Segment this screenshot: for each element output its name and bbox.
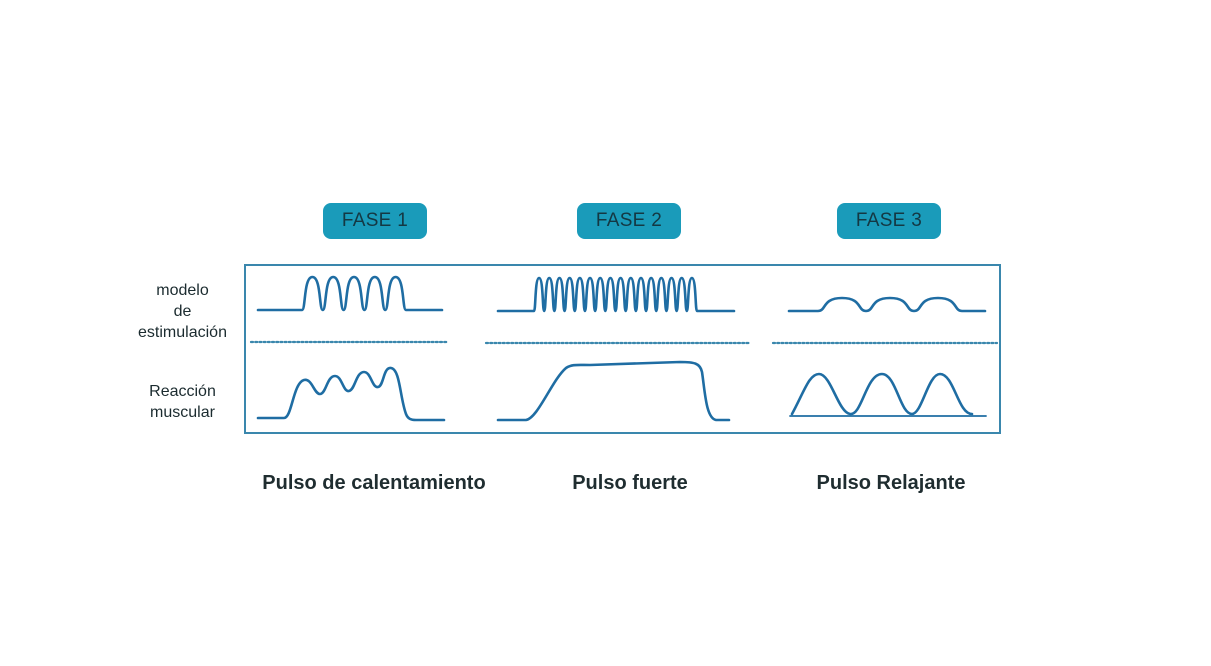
- phase-1-caption: Pulso de calentamiento: [262, 472, 486, 494]
- phase-2-badge: FASE 2: [577, 203, 681, 239]
- stimulation-row-label: modelo de estimulación: [138, 282, 227, 341]
- phase-1-badge: FASE 1: [323, 203, 427, 239]
- waveform-frame: [244, 264, 1001, 434]
- phase-2-caption: Pulso fuerte: [572, 472, 688, 494]
- phase-3-badge: FASE 3: [837, 203, 941, 239]
- reaction-row-label: Reacción muscular: [149, 383, 216, 421]
- phase-3-caption: Pulso Relajante: [816, 472, 966, 494]
